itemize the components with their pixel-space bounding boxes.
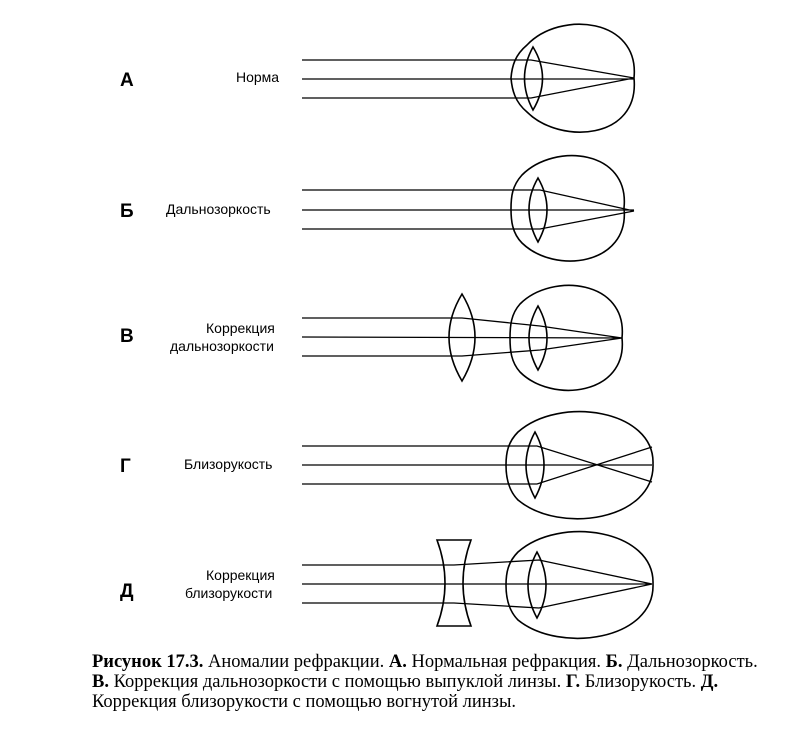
row-b-hyperopia: Б Дальнозоркость (120, 154, 635, 262)
row-g-myopia: Г Близорукость (120, 410, 654, 520)
row-b-rays (302, 189, 635, 230)
row-g-rays (302, 445, 653, 485)
caption-d-marker: Д. (700, 672, 719, 692)
row-d-eyeball (505, 530, 654, 640)
caption-g-text: Близорукость. (580, 672, 701, 692)
refraction-diagram: А Норма Б Дальнозоркость В Коррекция дал… (120, 23, 654, 640)
row-g-label: Близорукость (184, 456, 272, 472)
row-v-letter: В (120, 326, 134, 347)
row-d-rays (302, 559, 653, 609)
row-a-label: Норма (236, 69, 279, 85)
caption-title: Аномалии рефракции. (203, 652, 389, 672)
caption-d-text: Коррекция близорукости с помощью вогнуто… (92, 692, 517, 712)
caption-v-marker: В. (92, 672, 109, 692)
caption-figure-number: Рисунок 17.3. (92, 652, 204, 672)
row-v-label-line1: Коррекция (206, 320, 275, 336)
row-a-rays (302, 59, 635, 99)
row-a-eyeball (510, 23, 635, 133)
row-d-concave-lens (435, 539, 473, 627)
caption-b-text: Дальнозоркость. (622, 652, 758, 672)
row-g-letter: Г (120, 456, 131, 477)
row-d-myopia-correction: Д Коррекция близорукости (120, 530, 654, 640)
row-a-letter: А (120, 70, 134, 91)
row-d-eye-lens (527, 550, 547, 620)
caption-g-marker: Г. (565, 672, 581, 692)
row-v-hyperopia-correction: В Коррекция дальнозоркости (120, 284, 623, 392)
row-d-letter: Д (120, 581, 134, 602)
row-v-rays (301, 317, 623, 357)
row-v-label-line2: дальнозоркости (170, 338, 274, 354)
row-b-label: Дальнозоркость (166, 201, 271, 217)
row-a-normal: А Норма (120, 23, 635, 133)
caption-v-text: Коррекция дальнозоркости с помощью выпук… (108, 672, 566, 692)
row-d-label-line1: Коррекция (206, 567, 275, 583)
caption-b-marker: Б. (605, 652, 623, 672)
caption-a-text: Нормальная рефракция. (406, 652, 606, 672)
row-d-label-line2: близорукости (185, 585, 272, 601)
row-b-eyeball (510, 154, 625, 262)
row-b-letter: Б (120, 201, 134, 222)
caption-a-marker: А. (388, 652, 407, 672)
figure-caption: Рисунок 17.3. Аномалии рефракции. А. Нор… (92, 652, 772, 712)
